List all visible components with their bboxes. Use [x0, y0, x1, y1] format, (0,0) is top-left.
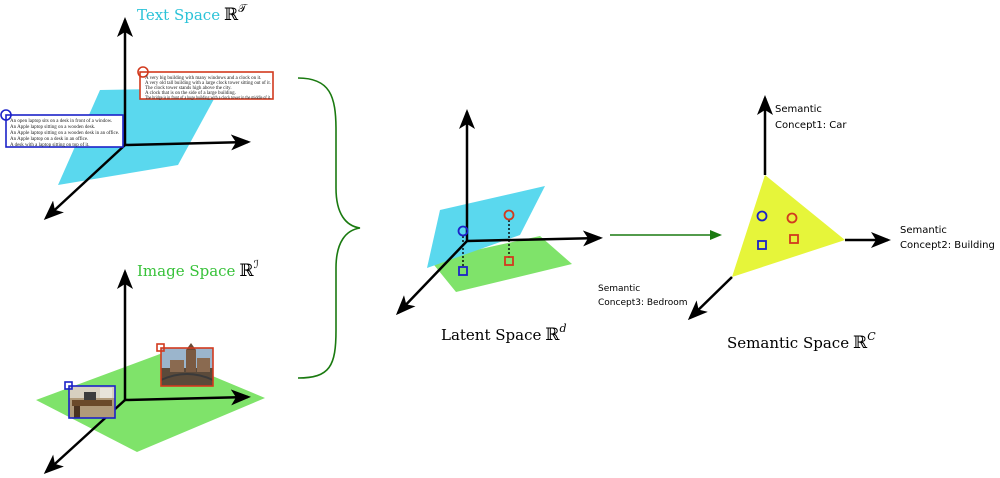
concept1-label: Semantic Concept1: Car — [775, 104, 847, 131]
building-photo — [160, 343, 214, 386]
latent-blue-square — [458, 266, 468, 276]
desk-photo — [69, 386, 115, 418]
blue-caption-box — [5, 114, 124, 148]
blue-caption-lines: An open laptop sits on a desk in front o… — [10, 119, 119, 148]
red-text-marker-circle — [137, 66, 149, 78]
red-caption-box — [139, 71, 274, 100]
concept3-label: Semantic Concept3: Bedroom — [598, 284, 688, 308]
caption-line: An Apple laptop on a desk in an office. — [10, 137, 88, 142]
blue-image-box — [68, 385, 116, 419]
caption-line: An Apple laptop sitting on a wooden desk… — [10, 125, 95, 130]
latent-axis-down — [395, 240, 468, 316]
latent-blue-circle — [457, 225, 469, 237]
text-space-axis-down — [43, 144, 126, 221]
latent-red-square — [504, 256, 514, 266]
image-space-axis-right — [124, 389, 251, 406]
text-space-plane — [58, 88, 220, 185]
red-image-box — [160, 347, 214, 387]
semantic-red-square — [789, 234, 799, 244]
semantic-axis-down — [687, 276, 733, 321]
semantic-blue-square — [757, 240, 767, 250]
semantic-red-circle — [786, 212, 798, 224]
concept2-label: Semantic Concept2: Building — [900, 225, 995, 251]
semantic-simplex — [732, 175, 845, 277]
caption-line: The clock tower stands high above the ci… — [145, 86, 232, 91]
caption-line: A desk with a laptop sitting on top of i… — [10, 143, 89, 148]
latent-cyan-plane — [427, 186, 545, 268]
latent-axis-right — [466, 230, 603, 247]
caption-line: A very old tall building with a large cl… — [145, 81, 271, 86]
red-caption-lines: A very big building with many windows an… — [145, 76, 271, 101]
latent-green-plane — [430, 236, 572, 292]
caption-line: The bridge is in front of a huge buildin… — [145, 96, 271, 101]
caption-line: An Apple laptop sitting on a wooden desk… — [10, 131, 119, 136]
latent-red-circle — [503, 209, 515, 221]
red-image-marker-square — [156, 343, 165, 352]
curly-brace — [297, 77, 361, 379]
caption-line: An open laptop sits on a desk in front o… — [10, 119, 112, 124]
caption-line: A clock that is on the side of a large b… — [145, 91, 236, 96]
blue-text-marker-circle — [0, 109, 12, 121]
text-space-axis-right — [124, 134, 251, 151]
caption-line: A very big building with many windows an… — [145, 76, 261, 81]
blue-image-marker-square — [64, 381, 73, 390]
semantic-blue-circle — [756, 210, 768, 222]
semantic-space-group: Semantic Concept1: Car Semantic Concept2… — [598, 95, 995, 353]
text-space-group: A very big building with many windows an… — [0, 2, 274, 221]
